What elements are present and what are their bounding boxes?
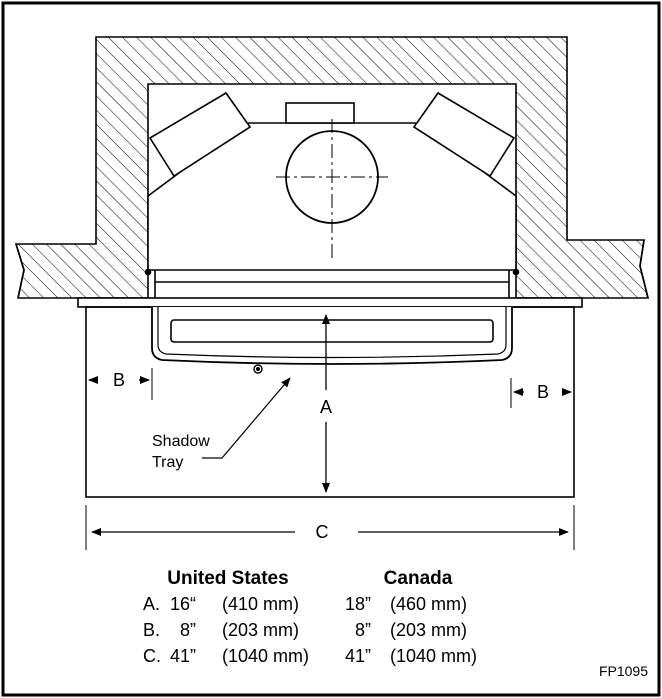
row-c-us-mm: (1040 mm)	[222, 646, 309, 666]
row-b-letter: B.	[143, 620, 160, 640]
dim-b-left-label: B	[113, 370, 125, 390]
row-c-letter: C.	[143, 646, 161, 666]
table-header-canada: Canada	[384, 568, 453, 589]
dimension-b-right	[510, 378, 572, 408]
dimensions-table: United States Canada A. 16“ (410 mm) 18”…	[143, 568, 477, 666]
row-a-us-mm: (410 mm)	[222, 594, 299, 614]
row-c-us-in: 41”	[170, 646, 196, 666]
shadow-tray-leader	[202, 377, 291, 459]
dimension-c	[85, 505, 575, 550]
dimension-b-left	[88, 368, 153, 400]
row-a-ca-mm: (460 mm)	[390, 594, 467, 614]
shadow-tray	[151, 307, 513, 374]
row-a-letter: A.	[143, 594, 160, 614]
row-a-ca-in: 18”	[345, 594, 371, 614]
dim-b-right-label: B	[537, 382, 549, 402]
row-b-us-in: 8”	[180, 620, 196, 640]
row-b-ca-in: 8”	[355, 620, 371, 640]
dim-a-label: A	[320, 397, 332, 417]
flue-collar	[276, 119, 388, 262]
shadow-tray-label-line1: Shadow	[152, 433, 210, 450]
dim-c-label: C	[316, 522, 329, 542]
row-a-us-in: 16“	[170, 594, 196, 614]
row-b-us-mm: (203 mm)	[222, 620, 299, 640]
row-c-ca-in: 41”	[345, 646, 371, 666]
shadow-tray-label-line2: Tray	[152, 454, 183, 471]
figure-code: FP1095	[599, 663, 648, 679]
surround-strip	[77, 297, 583, 308]
row-b-ca-mm: (203 mm)	[390, 620, 467, 640]
row-c-ca-mm: (1040 mm)	[390, 646, 477, 666]
table-header-us: United States	[167, 568, 288, 589]
